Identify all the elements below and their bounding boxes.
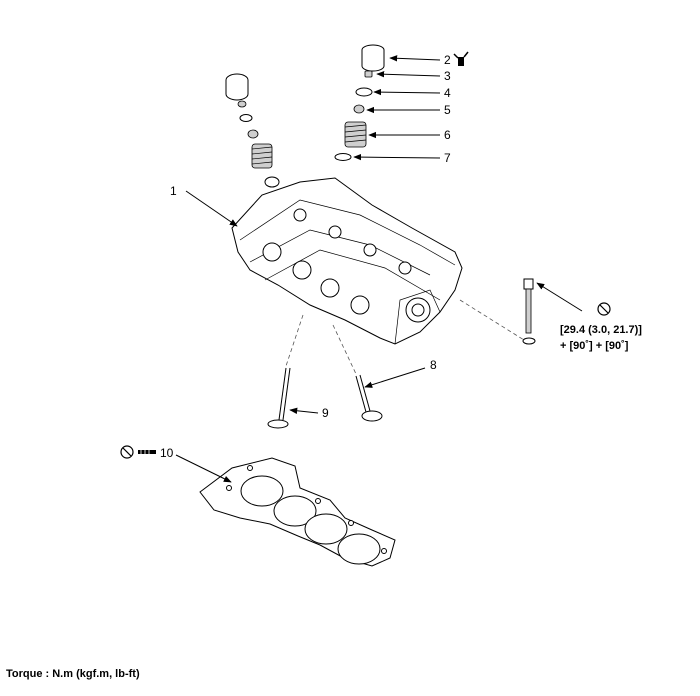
callout-7: 7 (444, 151, 451, 165)
left-tappet (225, 73, 249, 101)
callout-3: 3 (444, 69, 451, 83)
callout-4: 4 (444, 86, 451, 100)
callout-6: 6 (444, 128, 451, 142)
callout-8: 8 (430, 358, 437, 372)
callout-2: 2 (444, 53, 451, 67)
callout-10: 10 (160, 446, 174, 460)
valve-8 (355, 374, 383, 422)
valve-stem-seal (353, 104, 365, 114)
left-retainer (239, 114, 253, 122)
head-gasket (199, 457, 396, 567)
torque-legend: Torque : N.m (kgf.m, lb-ft) (6, 668, 140, 680)
valve-spring-retainer (355, 87, 373, 97)
retainer-lock (364, 70, 373, 78)
left-retainer-lock (237, 100, 247, 108)
valve-spring-seat (334, 153, 352, 161)
left-valve-spring (251, 143, 273, 169)
head-bolt (459, 278, 536, 345)
left-valve-stack (225, 73, 280, 188)
gasket-pin-icon (138, 450, 156, 454)
no-reuse-icon (120, 445, 134, 459)
callout-5: 5 (444, 103, 451, 117)
callout-1: 1 (170, 184, 177, 198)
valve-spring (344, 121, 367, 148)
tappet (361, 44, 385, 72)
torque-spec-line1: [29.4 (3.0, 21.7)] (560, 324, 642, 336)
no-reuse-icon (597, 302, 611, 316)
callout-9: 9 (322, 406, 329, 420)
left-spring-seat (264, 176, 280, 188)
cylinder-head (231, 177, 463, 345)
oil-can-icon (453, 51, 469, 66)
leader-lines (175, 55, 583, 483)
right-valve-stack (334, 44, 385, 161)
valve-9 (267, 367, 291, 429)
left-seal (247, 129, 259, 139)
torque-spec-line2: + [90˚] + [90˚] (560, 340, 629, 352)
